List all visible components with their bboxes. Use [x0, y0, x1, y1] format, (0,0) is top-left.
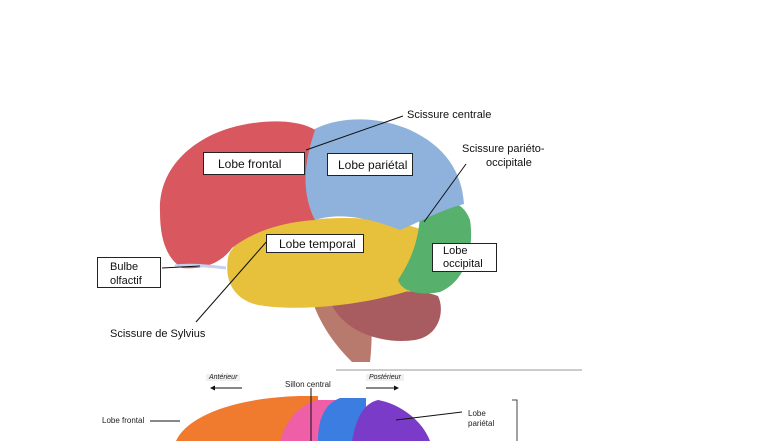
label-anterieur: Antérieur: [206, 374, 241, 381]
label-scissure-parieto-line1: Scissure pariéto-: [462, 143, 545, 155]
cerebellum-shape: [330, 291, 441, 341]
label-lobe-temporal-box: Lobe temporal: [266, 234, 364, 253]
label-lobe-temporal: Lobe temporal: [279, 237, 356, 251]
label-lobe-frontal: Lobe frontal: [218, 157, 282, 171]
label-bottom-lobe-parietal-2: pariétal: [468, 419, 495, 428]
bracket-right: [512, 399, 518, 441]
label-bulbe-line2: olfactif: [110, 275, 142, 287]
label-bulbe-olfactif-box: Bulbe olfactif: [97, 257, 161, 288]
label-posterieur: Postérieur: [366, 374, 404, 381]
label-sillon-central: Sillon central: [285, 380, 331, 389]
line-bottom-parietal: [395, 411, 463, 421]
label-lobe-occipital-line1: Lobe: [443, 245, 468, 257]
label-bulbe-line1: Bulbe: [110, 261, 139, 273]
label-bottom-lobe-frontal: Lobe frontal: [102, 416, 145, 425]
label-lobe-occipital-box: Lobe occipital: [432, 243, 497, 272]
line-sylvius: [195, 239, 269, 323]
label-lobe-occipital-line2: occipital: [443, 258, 483, 270]
label-lobe-parietal: Lobe pariétal: [338, 158, 408, 172]
label-lobe-parietal-box: Lobe pariétal: [327, 153, 413, 176]
bottom-purple-shape: [352, 400, 430, 441]
arrow-posterieur-head: [394, 385, 399, 391]
line-bulbe: [161, 265, 201, 269]
label-lobe-frontal-box: Lobe frontal: [203, 152, 305, 175]
bottom-blue-shape: [318, 398, 366, 441]
label-scissure-centrale: Scissure centrale: [407, 109, 492, 121]
line-scissure-centrale: [305, 115, 404, 151]
label-scissure-sylvius: Scissure de Sylvius: [110, 328, 206, 340]
label-bottom-lobe-parietal-1: Lobe: [468, 409, 486, 418]
bottom-frontal-shape: [176, 396, 318, 441]
olfactory-bulb-shape: [174, 263, 227, 270]
arrow-anterieur-head: [210, 385, 215, 391]
line-scissure-parieto: [423, 163, 467, 223]
label-scissure-parieto-line2: occipitale: [486, 157, 532, 169]
